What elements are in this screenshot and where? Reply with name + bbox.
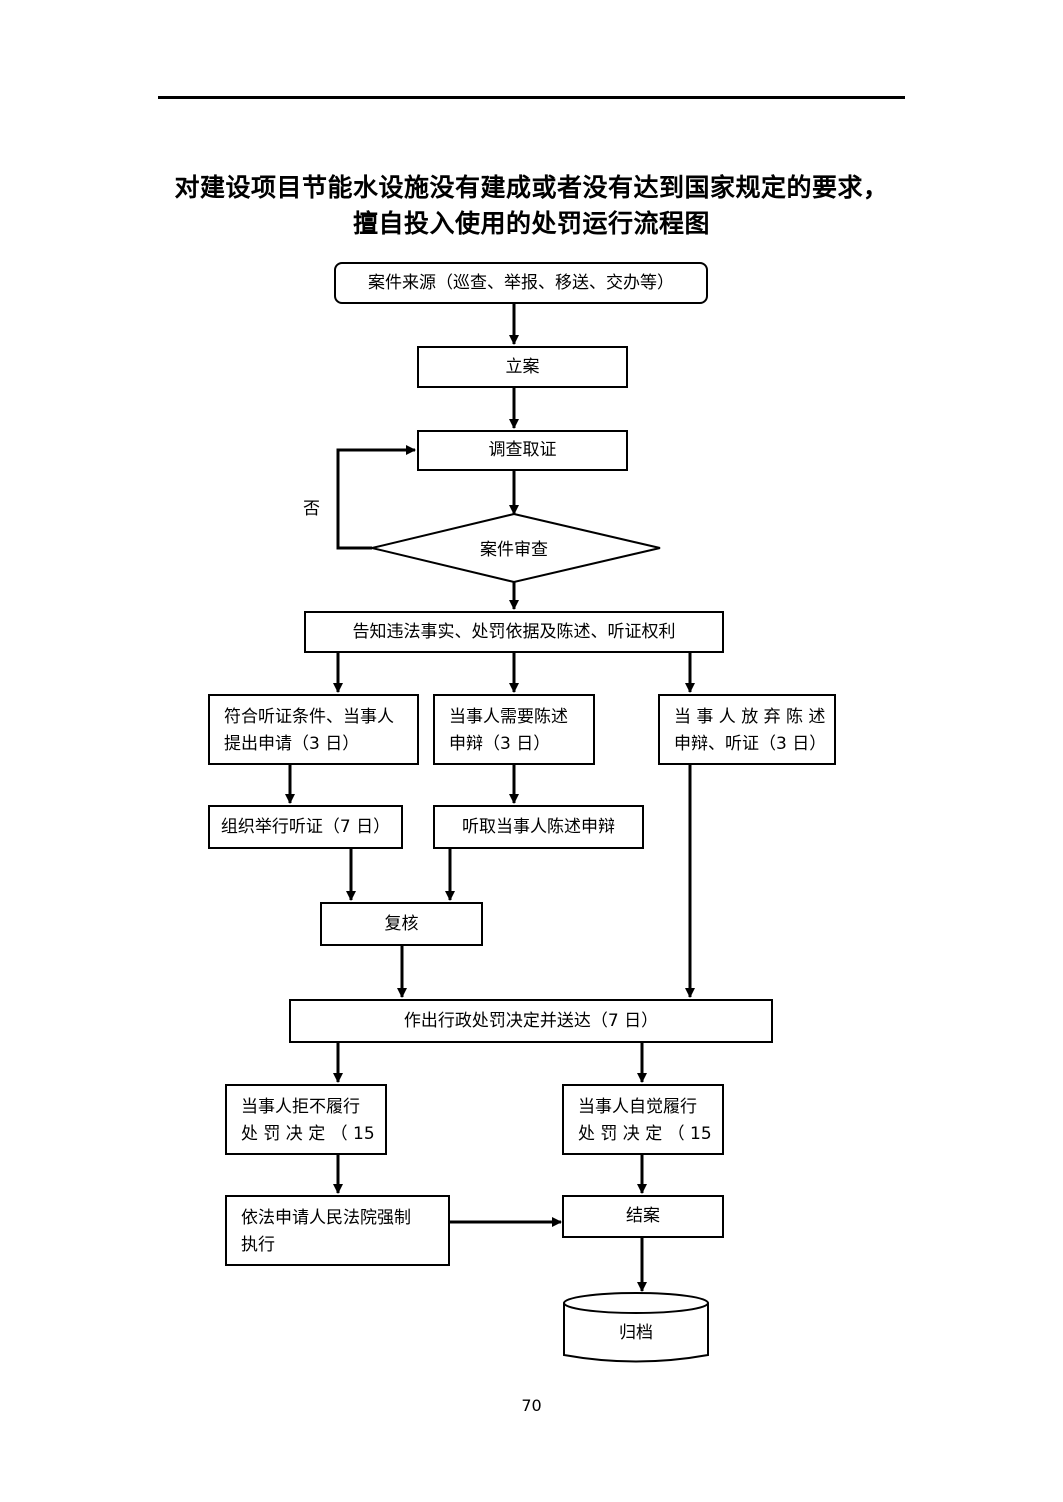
node-close-case: 结案 xyxy=(562,1195,724,1238)
node-statement-needed-line2: 申辩（3 日） xyxy=(449,734,551,754)
node-hearing-application-line1: 符合听证条件、当事人 xyxy=(224,707,394,727)
node-refuse-to-comply: 当事人拒不履行 处 罚 决 定 （ 15 xyxy=(225,1084,387,1155)
node-recheck: 复核 xyxy=(320,902,483,946)
node-notify-rights: 告知违法事实、处罚依据及陈述、听证权利 xyxy=(304,611,724,653)
node-archive: 归档 xyxy=(619,1323,653,1343)
node-case-source: 案件来源（巡查、举报、移送、交办等） xyxy=(334,262,708,304)
node-court-line1: 依法申请人民法院强制 xyxy=(241,1208,411,1228)
node-waive-rights-line1: 当 事 人 放 弃 陈 述 xyxy=(674,707,826,727)
node-refuse-line1: 当事人拒不履行 xyxy=(241,1097,360,1117)
node-case-review: 案件审查 xyxy=(480,540,548,560)
node-waive-rights-line2: 申辩、听证（3 日） xyxy=(674,734,827,754)
node-statement-needed: 当事人需要陈述 申辩（3 日） xyxy=(433,694,595,765)
node-hold-hearing: 组织举行听证（7 日） xyxy=(208,805,403,849)
page-number: 70 xyxy=(521,1396,542,1415)
arrow-loop-no xyxy=(336,445,416,550)
node-court-line2: 执行 xyxy=(241,1235,275,1255)
node-hearing-application: 符合听证条件、当事人 提出申请（3 日） xyxy=(208,694,419,765)
review-diamond xyxy=(371,512,661,584)
node-statement-needed-line1: 当事人需要陈述 xyxy=(449,707,568,727)
title-line-2: 擅自投入使用的处罚运行流程图 xyxy=(352,209,710,238)
node-hear-statement: 听取当事人陈述申辩 xyxy=(433,805,644,849)
node-filing: 立案 xyxy=(417,346,628,388)
title-line-1: 对建设项目节能水设施没有建成或者没有达到国家规定的要求， xyxy=(174,173,889,202)
node-voluntary-comply: 当事人自觉履行 处 罚 决 定 （ 15 xyxy=(562,1084,724,1155)
node-comply-line1: 当事人自觉履行 xyxy=(578,1097,697,1117)
node-penalty-decision: 作出行政处罚决定并送达（7 日） xyxy=(289,999,773,1043)
node-refuse-line2: 处 罚 决 定 （ 15 xyxy=(241,1124,375,1144)
archive-cylinder xyxy=(563,1292,709,1363)
node-comply-line2: 处 罚 决 定 （ 15 xyxy=(578,1124,712,1144)
node-waive-rights: 当 事 人 放 弃 陈 述 申辩、听证（3 日） xyxy=(658,694,836,765)
top-rule xyxy=(158,96,905,99)
node-investigation: 调查取证 xyxy=(417,430,628,471)
node-court-enforcement: 依法申请人民法院强制 执行 xyxy=(225,1195,450,1266)
node-hearing-application-line2: 提出申请（3 日） xyxy=(224,734,360,754)
label-no: 否 xyxy=(303,499,320,519)
